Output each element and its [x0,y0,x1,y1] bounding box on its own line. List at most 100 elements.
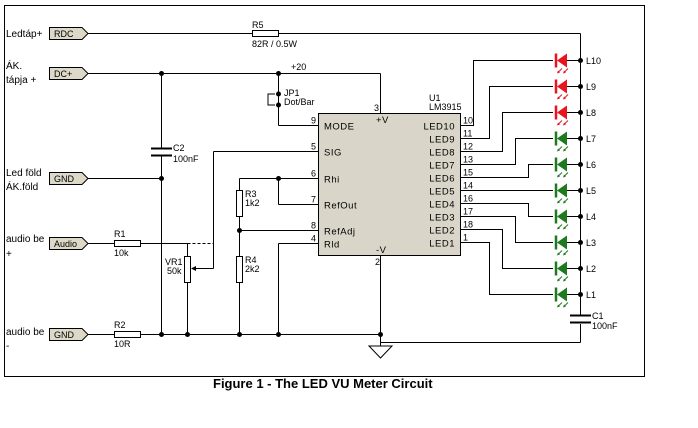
label-ak-tapja-2: tápja + [6,75,36,86]
svg-text:16: 16 [463,194,473,204]
ic-pin-led3: LED3 17 [429,207,553,243]
svg-text:RDC: RDC [54,29,74,39]
svg-text:SIG: SIG [324,148,342,159]
svg-text:DC+: DC+ [54,69,72,79]
label-audio-plus-2: + [6,249,12,260]
figure-caption: Figure 1 - The LED VU Meter Circuit [213,376,433,391]
svg-text:GND: GND [54,174,75,184]
connector-gnd-1: GND [49,172,89,185]
svg-text:LED9: LED9 [429,135,455,146]
svg-text:100nF: 100nF [592,321,618,331]
svg-text:LED7: LED7 [429,161,455,172]
svg-text:50k: 50k [167,266,182,276]
svg-text:VR1: VR1 [165,257,183,267]
led-label: L8 [586,108,596,118]
led-l5: L5 [554,183,596,204]
resistor-r2: R2 10R [114,320,141,349]
svg-text:100nF: 100nF [173,154,199,164]
svg-text:8: 8 [311,221,316,231]
svg-text:C1: C1 [592,311,604,321]
ic-pin-bottom-name: -V [376,245,387,256]
led-l4: L4 [554,209,596,230]
led-label: L7 [586,134,596,144]
svg-text:82R / 0.5W: 82R / 0.5W [252,39,298,49]
ic-part: LM3915 [429,102,462,112]
svg-text:Rhi: Rhi [324,175,340,186]
ic-ref: U1 [429,93,441,103]
svg-text:10k: 10k [114,248,129,258]
ic-pin-led4: LED4 16 [429,194,553,217]
svg-text:R1: R1 [114,229,126,239]
svg-text:18: 18 [463,220,473,230]
label-audio-minus-2: - [6,341,9,352]
svg-text:13: 13 [463,155,473,165]
svg-text:1k2: 1k2 [245,198,260,208]
label-ak-fold: ÁK.föld [6,180,38,193]
led-l1: L1 [554,287,596,308]
svg-text:LED5: LED5 [429,187,455,198]
svg-text:10R: 10R [114,339,131,349]
svg-text:R5: R5 [252,20,264,30]
svg-text:R4: R4 [245,255,257,265]
svg-text:15: 15 [463,168,473,178]
svg-text:LED8: LED8 [429,148,455,159]
potentiometer-vr1: VR1 50k [165,256,191,283]
svg-text:10: 10 [463,116,473,126]
led-label: L10 [586,56,601,66]
svg-text:C2: C2 [173,143,185,153]
junctions [159,71,383,337]
ic-body [318,113,461,256]
diagram-frame [4,5,645,377]
svg-text:9: 9 [311,116,316,126]
ic-pin-led10: LED10 10 [423,60,553,133]
ic-pin-bottom-num: 2 [375,257,380,267]
led-label: L9 [586,82,596,92]
svg-text:Rld: Rld [324,240,340,251]
svg-text:4: 4 [311,234,316,244]
label-ledtap: Ledtáp+ [6,29,43,40]
resistor-r5: R5 82R / 0.5W [252,20,298,49]
svg-text:1: 1 [463,233,468,243]
led-label: L3 [586,238,596,248]
label-ak-tapja-1: ÁK. [6,59,22,72]
capacitor-c2: C2 100nF [151,143,199,164]
connector-audio: Audio [49,237,89,250]
led-label: L2 [586,264,596,274]
resistor-r1: R1 10k [114,229,141,258]
svg-text:Dot/Bar: Dot/Bar [284,97,315,107]
jumper-jp1: JP1 Dot/Bar [284,88,315,107]
label-audio-minus-1: audio be [6,327,45,338]
svg-text:MODE: MODE [324,122,355,133]
net-label-plus20: +20 [291,62,306,72]
svg-text:R2: R2 [114,320,126,330]
svg-text:17: 17 [463,207,473,217]
label-led-fold: Led föld [6,168,42,179]
svg-text:R3: R3 [245,189,257,199]
connector-dc-plus: DC+ [49,67,89,80]
svg-text:LED1: LED1 [429,239,455,250]
svg-text:JP1: JP1 [284,88,300,98]
svg-text:LED2: LED2 [429,226,455,237]
svg-text:6: 6 [311,169,316,179]
led-label: L5 [586,186,596,196]
svg-text:Audio: Audio [54,239,77,249]
ic-pin-led2: LED2 18 [429,220,553,269]
ic-pin-led7: LED7 13 [429,138,553,172]
svg-text:RefAdj: RefAdj [324,227,356,238]
ic-u1-lm3915: U1 LM3915 3 +V 2 -V [318,93,462,267]
led-l10: L10 [554,53,601,74]
led-label: L6 [586,160,596,170]
svg-text:LED4: LED4 [429,200,455,211]
svg-text:LED3: LED3 [429,213,455,224]
svg-text:LED10: LED10 [423,122,455,133]
led-l2: L2 [554,261,596,282]
svg-text:RefOut: RefOut [324,201,357,212]
connector-rdc: RDC [49,27,89,40]
